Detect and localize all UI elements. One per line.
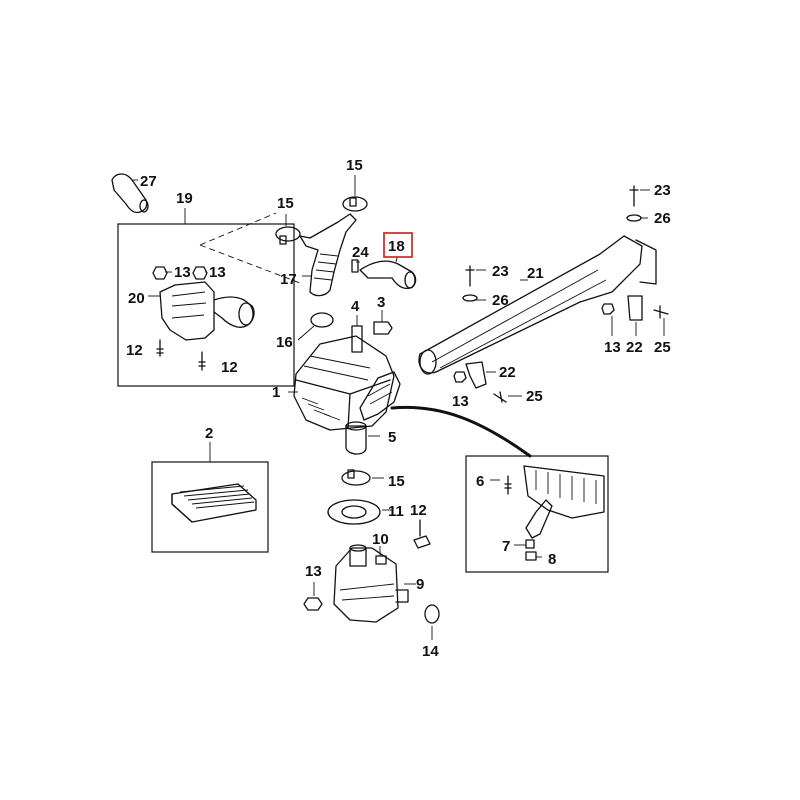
callout-13-inset-a: 13 xyxy=(174,264,191,281)
callout-15-top: 15 xyxy=(346,157,363,174)
callout-22-mid: 22 xyxy=(499,364,516,381)
callout-15-mid: 15 xyxy=(277,195,294,212)
callout-13-mid: 13 xyxy=(452,393,469,410)
callout-19: 19 xyxy=(176,190,193,207)
duct-17 xyxy=(275,175,368,341)
callout-26-right: 26 xyxy=(654,210,671,227)
callout-24: 24 xyxy=(352,244,369,261)
callout-13-right: 13 xyxy=(604,339,621,356)
air-cleaner-1 xyxy=(288,335,401,431)
resonator-assembly xyxy=(303,469,440,640)
callout-10: 10 xyxy=(372,531,389,548)
inset-box-filter-2 xyxy=(151,442,269,553)
inset-box-19 xyxy=(117,208,301,387)
callout-27: 27 xyxy=(140,173,157,190)
callout-15-low: 15 xyxy=(388,473,405,490)
callout-3: 3 xyxy=(377,294,385,311)
callout-6: 6 xyxy=(476,473,484,490)
callout-22-right: 22 xyxy=(626,339,643,356)
hose-27 xyxy=(111,173,149,214)
callout-2: 2 xyxy=(205,425,213,442)
callout-13-res: 13 xyxy=(305,563,322,580)
callout-9: 9 xyxy=(416,576,424,593)
callout-5: 5 xyxy=(388,429,396,446)
callout-18: 18 xyxy=(388,238,405,255)
duct-21 xyxy=(418,185,669,403)
callout-25-mid: 25 xyxy=(526,388,543,405)
bracket-4 xyxy=(351,310,393,353)
callout-20: 20 xyxy=(128,290,145,307)
inset-box-detail xyxy=(465,455,609,573)
callout-11: 11 xyxy=(388,503,404,520)
callout-1: 1 xyxy=(272,384,280,401)
callout-12-left-a: 12 xyxy=(126,342,143,359)
callout-23-right: 23 xyxy=(654,182,671,199)
callout-labels: 27 19 13 13 20 12 12 15 15 24 18 17 4 3 … xyxy=(126,157,671,660)
callout-7: 7 xyxy=(502,538,510,555)
callout-16: 16 xyxy=(276,334,293,351)
callout-17: 17 xyxy=(280,271,297,288)
callout-12-inset: 12 xyxy=(410,502,427,519)
callout-14: 14 xyxy=(422,643,439,660)
callout-12-left-b: 12 xyxy=(221,359,238,376)
callout-25-right: 25 xyxy=(654,339,671,356)
callout-13-inset-b: 13 xyxy=(209,264,226,281)
callout-4: 4 xyxy=(351,298,360,315)
callout-21: 21 xyxy=(527,265,544,282)
callout-8: 8 xyxy=(548,551,556,568)
callout-26-mid: 26 xyxy=(492,292,509,309)
pipe-5 xyxy=(345,421,380,455)
callout-23-mid: 23 xyxy=(492,263,509,280)
inset-leader xyxy=(390,405,532,458)
callout-18-highlight xyxy=(383,232,413,258)
